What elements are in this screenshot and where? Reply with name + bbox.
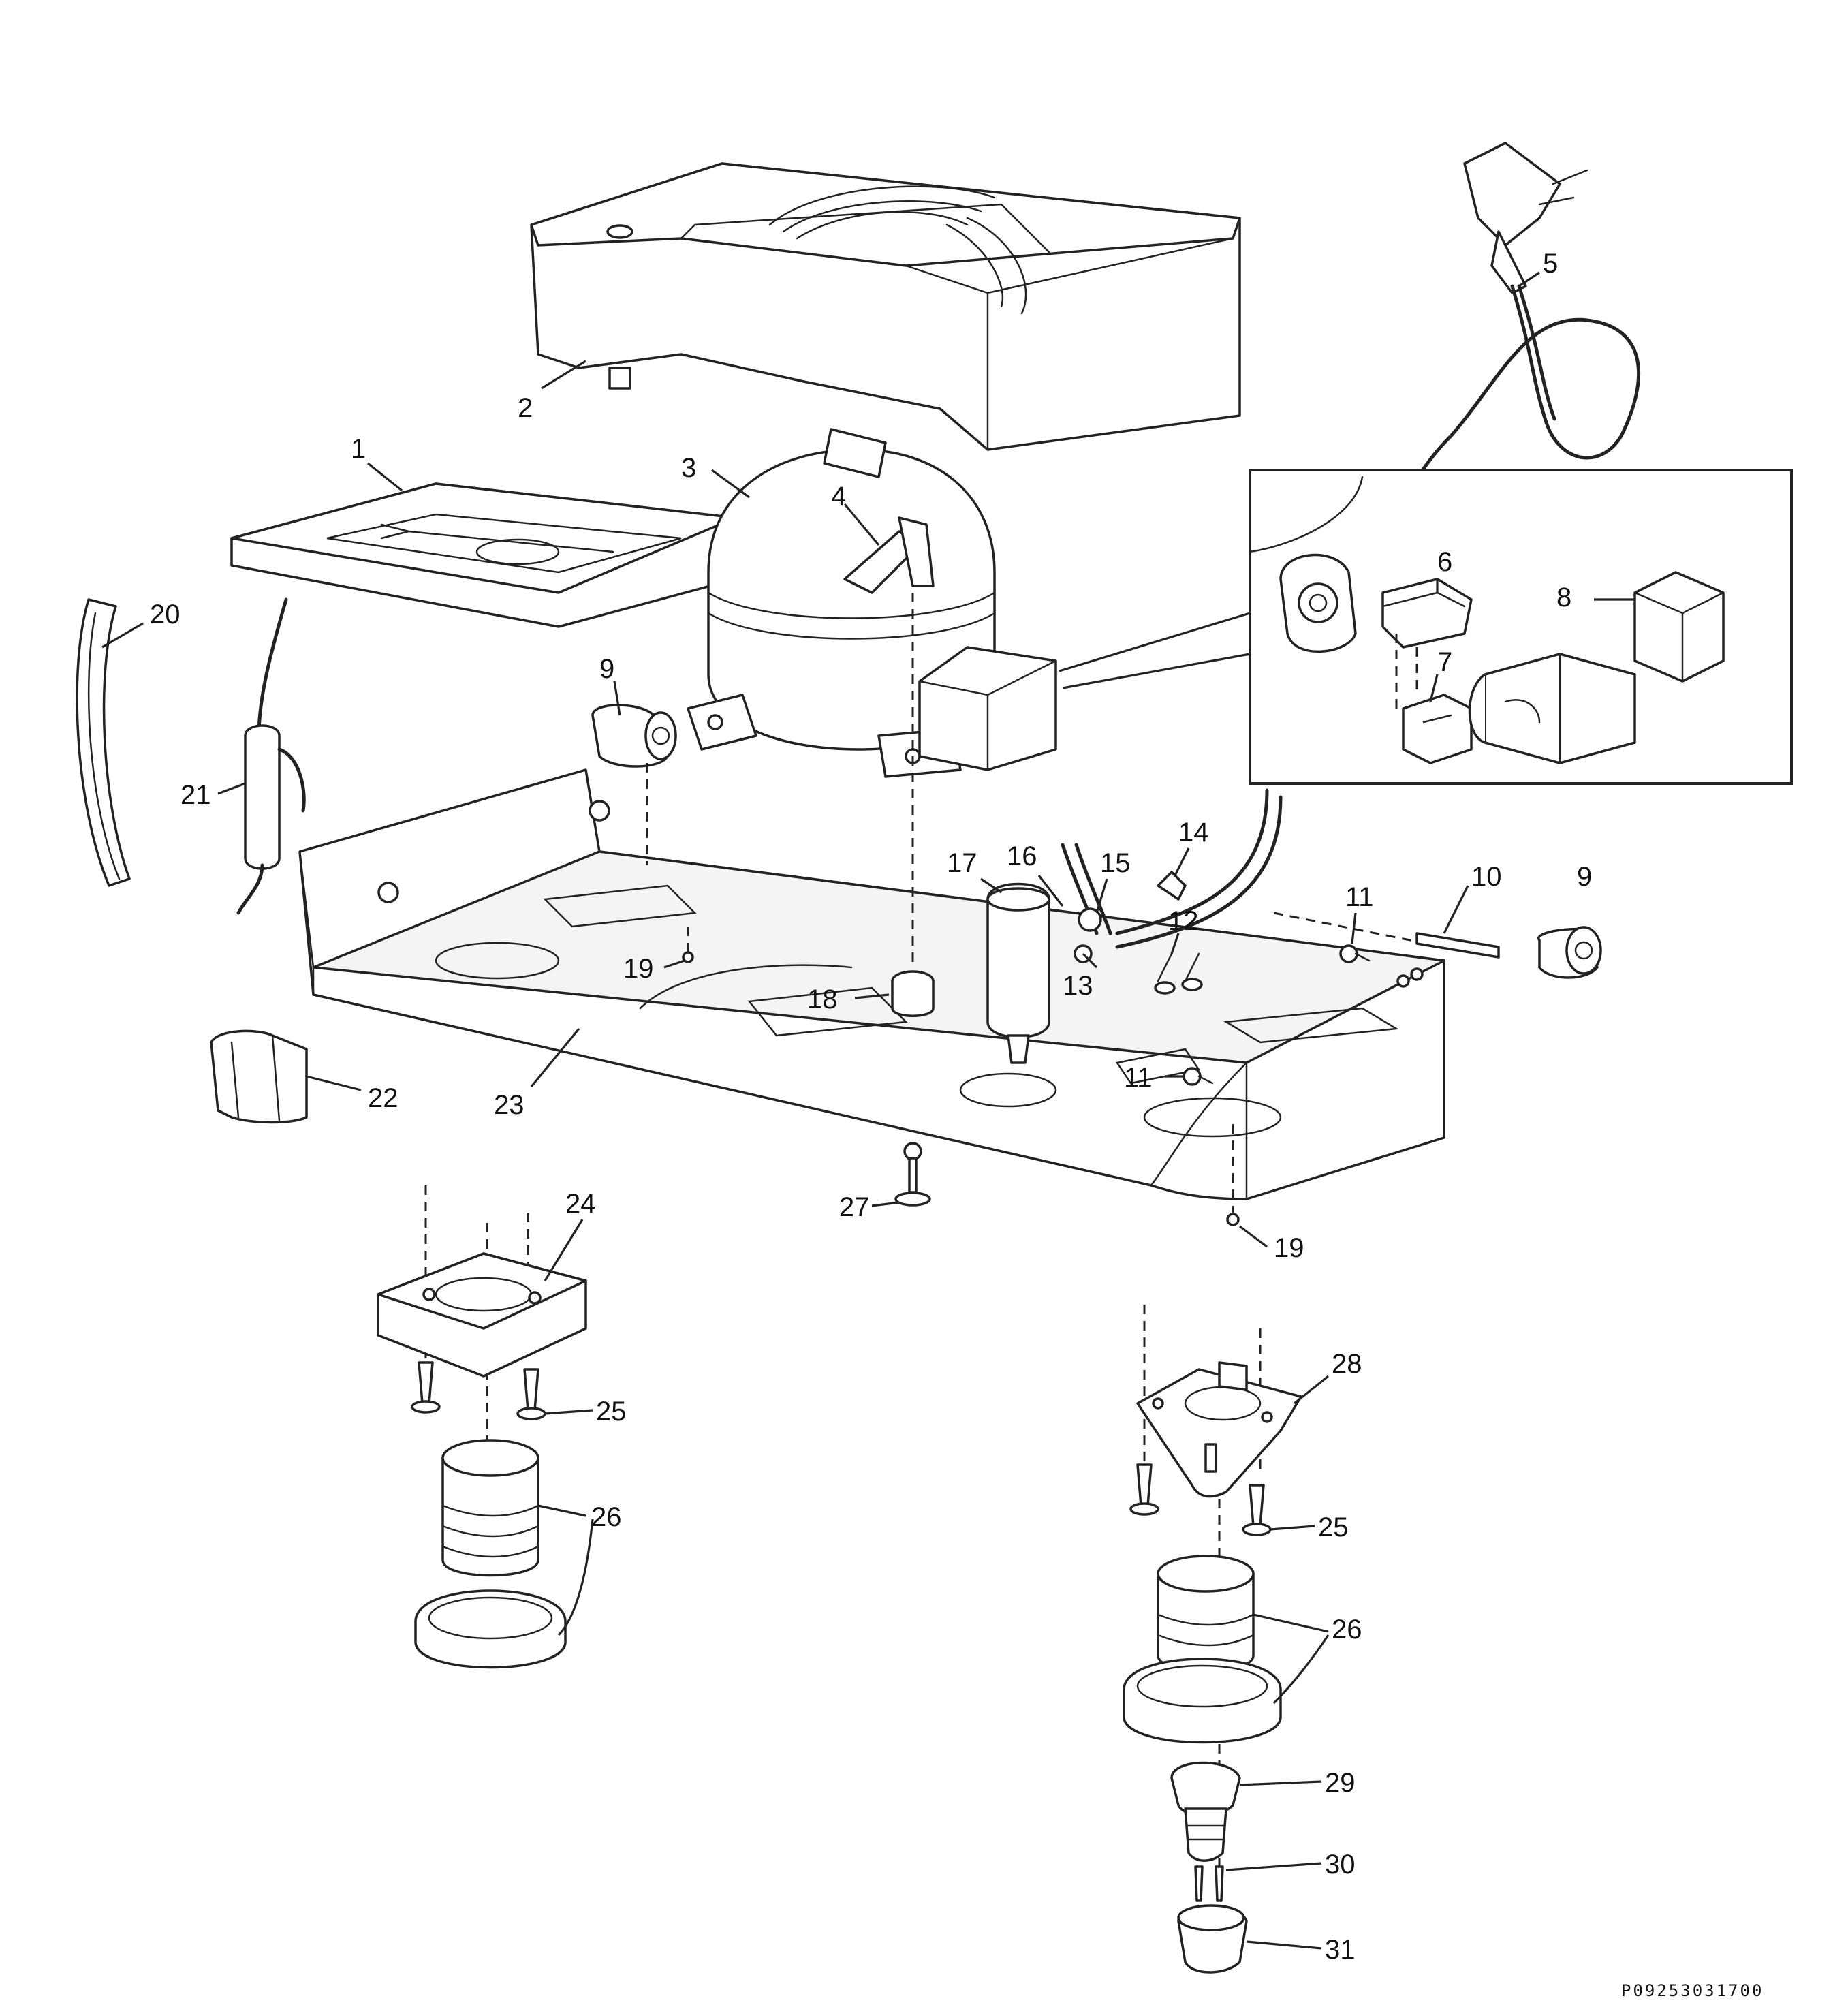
part-9-grommet-left — [591, 704, 677, 768]
callout-14: 14 — [1178, 818, 1209, 847]
callout-1: 1 — [351, 434, 366, 464]
callout-26-right: 26 — [1332, 1615, 1362, 1645]
part-19-screw-left — [682, 927, 694, 963]
part-18-grommet — [891, 970, 935, 1017]
callout-10: 10 — [1471, 862, 1502, 892]
callout-4: 4 — [831, 482, 846, 512]
callout-19-right: 19 — [1274, 1233, 1304, 1263]
callout-30: 30 — [1325, 1850, 1356, 1880]
part-21-capillary-filter — [236, 597, 306, 915]
part-4-clip — [843, 516, 935, 594]
part-17-filter-drier — [986, 882, 1050, 1064]
part-23-base-plate — [298, 768, 1445, 1200]
callout-3: 3 — [681, 453, 696, 483]
part-26-foot-right — [1123, 1555, 1282, 1744]
part-10-rod — [1415, 932, 1500, 959]
part-29-adjuster — [1170, 1761, 1241, 1862]
part-12-13-fasteners — [1154, 952, 1203, 995]
callout-5: 5 — [1543, 249, 1558, 279]
part-3-compressor — [687, 428, 1057, 778]
part-22-bracket — [210, 1029, 308, 1124]
part-28-bracket — [1136, 1361, 1302, 1498]
guide-line-11 — [1273, 912, 1445, 948]
callout-29: 29 — [1325, 1768, 1356, 1798]
callout-11: 11 — [1345, 882, 1374, 912]
callout-25: 25 — [596, 1397, 627, 1427]
callout-6: 6 — [1437, 547, 1452, 577]
part-5-power-cord — [1415, 142, 1641, 479]
leader-lines — [101, 271, 1635, 1950]
callout-9-right: 9 — [1577, 862, 1592, 892]
callout-22: 22 — [368, 1083, 398, 1113]
callout-25-right: 25 — [1318, 1512, 1349, 1542]
part-2-drip-tray — [530, 162, 1241, 451]
part-14-screw — [1157, 871, 1187, 901]
callout-19: 19 — [623, 954, 654, 984]
part-11-screw-top — [1339, 944, 1371, 963]
part-25-screws-right — [1129, 1463, 1272, 1536]
callout-12: 12 — [1168, 906, 1199, 936]
callout-18: 18 — [807, 984, 838, 1014]
part-19-screw-right — [1226, 1124, 1240, 1226]
part-26-foot-left — [414, 1439, 567, 1669]
part-30-screws — [1194, 1865, 1224, 1902]
part-24-pad — [377, 1252, 587, 1378]
part-25-screws-left — [411, 1361, 546, 1420]
part-27-pin — [894, 1142, 931, 1207]
callout-21: 21 — [181, 780, 211, 810]
part-31-cap — [1177, 1904, 1248, 1974]
callout-2: 2 — [518, 393, 533, 423]
callout-13: 13 — [1063, 971, 1093, 1001]
callout-26: 26 — [591, 1502, 622, 1532]
inset-relay-detail — [1059, 469, 1793, 785]
callout-15: 15 — [1100, 848, 1131, 878]
part-1-cover-plate — [230, 482, 737, 628]
callout-7: 7 — [1437, 647, 1452, 677]
callout-20: 20 — [150, 600, 181, 629]
callout-17: 17 — [947, 848, 977, 878]
callout-23: 23 — [494, 1090, 524, 1120]
part-9-grommet-right — [1537, 926, 1602, 979]
drawing-code: P09253031700 — [1621, 1981, 1764, 2000]
callout-labels: 2 1 3 4 5 6 7 8 9 9 10 11 11 12 13 14 15… — [150, 249, 1592, 1965]
callout-27: 27 — [839, 1192, 870, 1222]
callout-31: 31 — [1325, 1935, 1356, 1965]
part-20-hose — [76, 598, 131, 887]
callout-16: 16 — [1007, 841, 1037, 871]
callout-8: 8 — [1556, 582, 1571, 612]
callout-9: 9 — [599, 654, 614, 684]
part-15-16-tubes — [1061, 788, 1283, 963]
callout-24: 24 — [565, 1189, 596, 1219]
callout-28: 28 — [1332, 1349, 1362, 1379]
callout-11-bottom: 11 — [1124, 1063, 1153, 1093]
